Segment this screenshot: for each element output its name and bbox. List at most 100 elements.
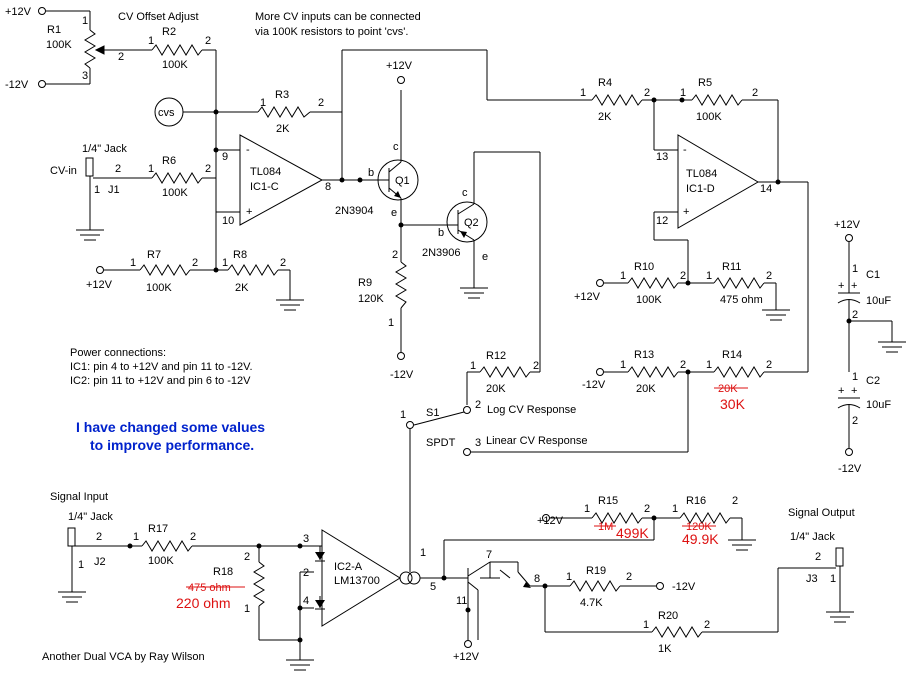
svg-text:-: - xyxy=(683,144,687,156)
r12-s1: R12 20K 1 2 2 3 1 S1 SPDT Log CV Respons… xyxy=(400,350,588,568)
svg-text:1: 1 xyxy=(82,15,88,27)
svg-text:9: 9 xyxy=(222,151,228,163)
svg-text:11: 11 xyxy=(456,595,467,607)
ic1d-section: R4 2K 1 2 R5 100K 1 2 - + TL084 IC1-D 13… xyxy=(580,77,809,372)
svg-text:1: 1 xyxy=(148,163,154,175)
signal-output: Signal Output 1/4" Jack 2 J3 1 xyxy=(778,507,855,623)
svg-text:+: + xyxy=(838,385,844,397)
svg-text:1: 1 xyxy=(852,263,858,275)
s1-pin1 xyxy=(406,421,414,429)
r11-value: 475 ohm xyxy=(720,294,763,306)
r10-zigzag xyxy=(627,277,679,289)
svg-text:1: 1 xyxy=(620,270,626,282)
r6-zigzag xyxy=(151,172,203,184)
q1-ref: Q1 xyxy=(395,175,410,187)
r9: -12V R9 120K 2 1 xyxy=(358,249,414,381)
r13-zigzag xyxy=(627,366,679,378)
svg-text:2: 2 xyxy=(115,163,121,175)
svg-text:1: 1 xyxy=(566,571,572,583)
s1-type: SPDT xyxy=(426,437,456,449)
r20-ref: R20 xyxy=(658,610,678,622)
svg-text:1: 1 xyxy=(420,547,426,559)
r4-ref: R4 xyxy=(598,77,612,89)
r2-value: 100K xyxy=(162,59,188,71)
r14-old-value: 20K xyxy=(718,383,738,395)
power-ic1: IC1: pin 4 to +12V and pin 11 to -12V. xyxy=(70,361,253,373)
c1-ref: C1 xyxy=(866,269,880,281)
svg-text:b: b xyxy=(368,167,374,179)
svg-text:7: 7 xyxy=(486,549,492,561)
j3-ref: J3 xyxy=(806,573,818,585)
ic1d-type: TL084 xyxy=(686,168,717,180)
r6-value: 100K xyxy=(162,187,188,199)
supply-pos-r15: +12V xyxy=(537,515,564,527)
r16-new-value: 49.9K xyxy=(682,531,719,547)
svg-text:3: 3 xyxy=(303,533,309,545)
power-notes: Power connections: IC1: pin 4 to +12V an… xyxy=(70,347,265,453)
svg-text:1: 1 xyxy=(133,531,139,543)
svg-text:4: 4 xyxy=(303,595,309,607)
svg-text:1: 1 xyxy=(388,317,394,329)
svg-text:+: + xyxy=(838,280,844,292)
r17-value: 100K xyxy=(148,555,174,567)
svg-text:+: + xyxy=(851,385,857,397)
r5-ref: R5 xyxy=(698,77,712,89)
r9-value: 120K xyxy=(358,293,384,305)
svg-text:2: 2 xyxy=(190,531,196,543)
s1-pin3 xyxy=(463,448,471,456)
ic2a-type: LM13700 xyxy=(334,575,380,587)
more-cv-note-1: More CV inputs can be connected xyxy=(255,11,421,23)
r3-ref: R3 xyxy=(275,89,289,101)
supply-neg-c2: -12V xyxy=(838,463,862,475)
diagram-title: Another Dual VCA by Ray Wilson xyxy=(42,651,205,663)
r20-value: 1K xyxy=(658,643,672,655)
svg-text:1: 1 xyxy=(260,97,266,109)
r5-zigzag xyxy=(691,94,743,106)
svg-text:2: 2 xyxy=(205,163,211,175)
svg-text:1: 1 xyxy=(222,257,228,269)
r11-ref: R11 xyxy=(722,261,741,273)
q2-ref: Q2 xyxy=(464,217,479,229)
svg-text:1: 1 xyxy=(470,360,476,372)
r3-value: 2K xyxy=(276,123,290,135)
svg-text:2: 2 xyxy=(704,619,710,631)
r17-zigzag xyxy=(141,540,193,552)
svg-text:1: 1 xyxy=(148,35,154,47)
r1-ref: R1 xyxy=(47,24,61,36)
svg-text:b: b xyxy=(438,227,444,239)
r10-ref: R10 xyxy=(634,261,654,273)
r4-value: 2K xyxy=(598,111,612,123)
svg-text:8: 8 xyxy=(534,573,540,585)
r19-value: 4.7K xyxy=(580,597,603,609)
svg-text:1: 1 xyxy=(706,359,712,371)
cv-offset-label: CV Offset Adjust xyxy=(118,11,199,23)
svg-text:12: 12 xyxy=(656,215,668,227)
svg-text:14: 14 xyxy=(760,183,772,195)
svg-text:1: 1 xyxy=(94,184,100,196)
r17-ref: R17 xyxy=(148,523,168,535)
svg-text:2: 2 xyxy=(766,359,772,371)
r18-ref: R18 xyxy=(213,566,233,578)
changed-note-2: to improve performance. xyxy=(90,437,254,453)
r19-ref: R19 xyxy=(586,565,606,577)
j2-ref: J2 xyxy=(94,556,106,568)
supply-pos-q1: +12V xyxy=(386,60,413,72)
s1-ref: S1 xyxy=(426,407,439,419)
decoupling-caps: +12V + + 1 2 C1 10uF + + 1 2 C2 10uF -12… xyxy=(834,219,906,475)
svg-text:1: 1 xyxy=(130,257,136,269)
svg-text:2: 2 xyxy=(644,503,650,515)
svg-text:c: c xyxy=(393,141,399,153)
r2-ref: R2 xyxy=(162,26,176,38)
svg-text:1: 1 xyxy=(584,503,590,515)
cvs-section: cvs R3 2K 1 2 More CV inputs can be conn… xyxy=(154,11,421,135)
svg-text:1: 1 xyxy=(852,371,858,383)
r7-ref: R7 xyxy=(147,249,161,261)
power-ic2: IC2: pin 11 to +12V and pin 6 to -12V xyxy=(70,375,251,387)
ic2a-ref: IC2-A xyxy=(334,561,363,573)
j1-ref: J1 xyxy=(108,184,120,196)
c2-value: 10uF xyxy=(866,399,891,411)
q2-transistor: Q2 2N3906 b c e xyxy=(422,151,541,372)
j1-type: 1/4" Jack xyxy=(82,143,127,155)
svg-text:2: 2 xyxy=(680,359,686,371)
